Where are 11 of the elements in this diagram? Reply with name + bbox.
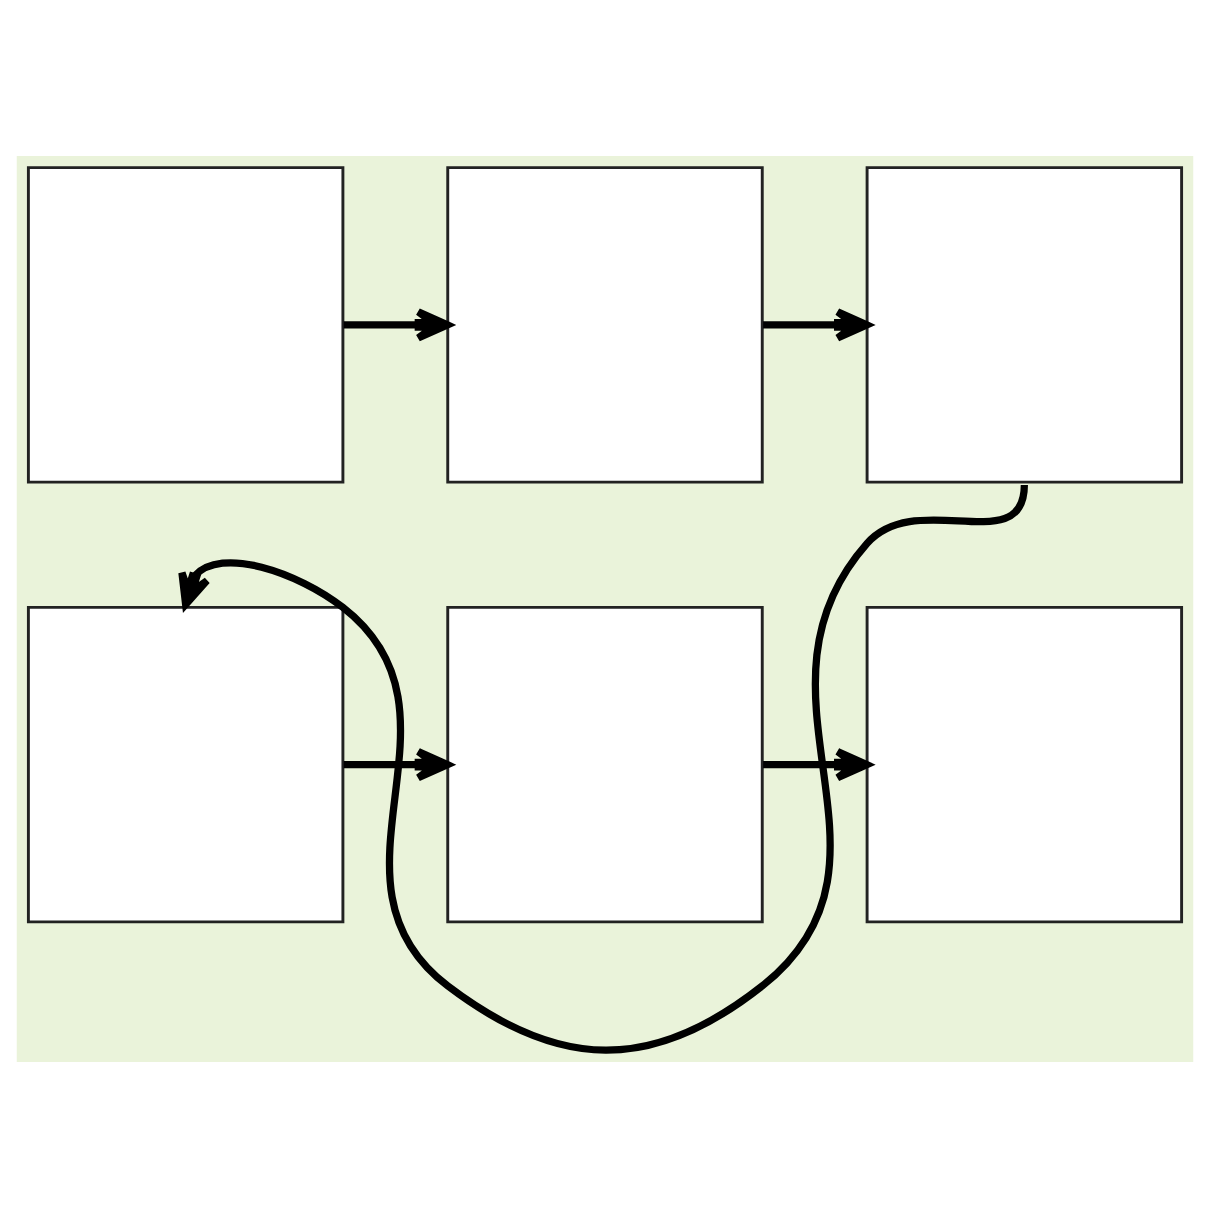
arrow [343,746,452,781]
arrow [763,307,871,341]
arrow [763,746,871,781]
arrow [343,307,452,341]
node-box [26,604,345,923]
node-box [865,604,1184,923]
node-box [865,165,1184,483]
arrow [178,483,1028,1053]
node-box [446,604,764,923]
node-box [26,165,345,483]
node-box [446,165,764,483]
